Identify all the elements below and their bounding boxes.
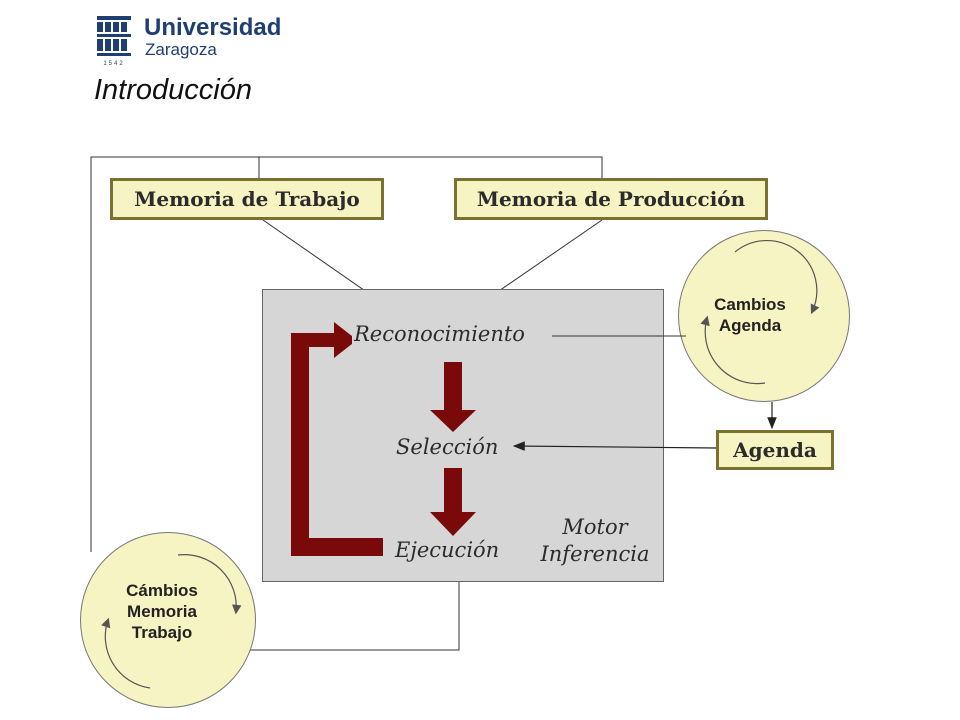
production-memory-box: Memoria de Producción: [454, 178, 768, 220]
page-title: Introducción: [94, 74, 252, 106]
working-memory-box: Memoria de Trabajo: [110, 178, 384, 220]
university-logo: 1542 Universidad Zaragoza: [94, 14, 281, 67]
execution-stage-label: Ejecución: [393, 538, 502, 562]
wm-rotate-arrow-top-icon: [177, 554, 242, 615]
logo-city-name: Zaragoza: [145, 40, 217, 59]
building-emblem-icon: 1542: [97, 16, 131, 67]
agenda-rotate-arrow-bottom-icon: [700, 315, 766, 385]
selection-stage-label: Selección: [394, 435, 501, 459]
agenda-rotate-arrow-top-icon: [734, 239, 820, 315]
wm-rotate-arrow-bottom-icon: [101, 617, 151, 689]
top-feedback-line: [90, 156, 603, 552]
bottom-feedback-line: [230, 582, 460, 651]
wm-changes-label: Cámbios Memoria Trabajo: [126, 581, 198, 642]
selection-to-execution-arrow: [430, 468, 476, 536]
loop-back-arrow: [291, 322, 383, 556]
recognition-stage-label: Reconocimiento: [352, 322, 527, 346]
logo-university-name: Universidad: [144, 14, 282, 41]
recognition-to-selection-arrow: [430, 362, 476, 432]
agenda-changes-label: Cambios Agenda: [714, 295, 786, 335]
inference-engine-label: Motor Inferencia: [540, 515, 650, 566]
svg-text:1542: 1542: [103, 61, 124, 66]
agenda-box: Agenda: [716, 430, 834, 470]
agenda-to-selection-arrow: [512, 441, 717, 451]
